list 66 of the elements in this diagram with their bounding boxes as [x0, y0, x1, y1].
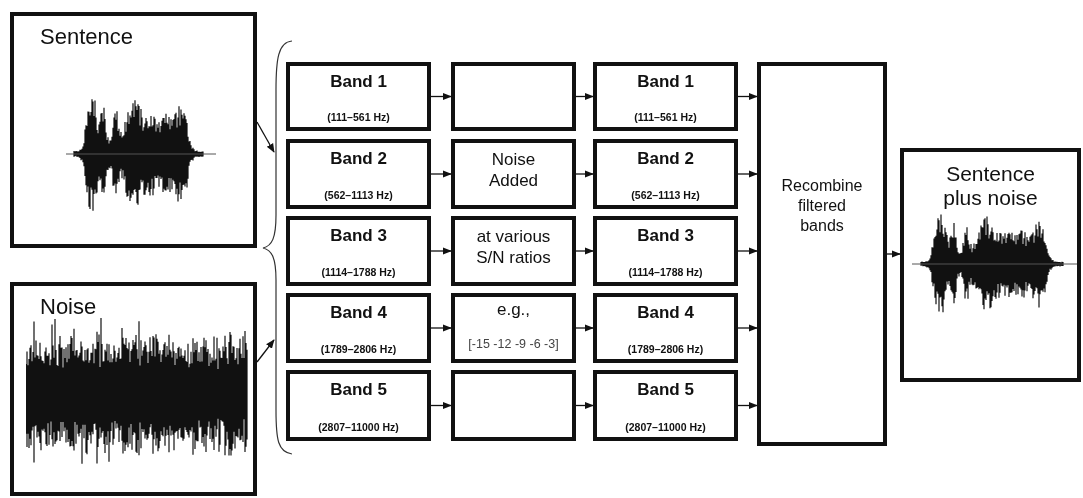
- filter-band-box: [286, 370, 431, 441]
- arrow: [737, 92, 758, 101]
- arrow: [575, 170, 594, 178]
- filter-band-box: [286, 216, 431, 286]
- arrow: [886, 250, 901, 258]
- filter-band-box: [286, 62, 431, 131]
- band-label: Band 4: [329, 303, 388, 323]
- arrow: [575, 92, 594, 101]
- arrow: [256, 121, 275, 153]
- arrow: [737, 324, 758, 332]
- process-box: [451, 139, 576, 209]
- curly-brace: [262, 40, 292, 456]
- filter-band-box: [286, 293, 431, 363]
- signal-panel: [10, 282, 257, 496]
- arrow: [737, 170, 758, 178]
- band-label: Band 1: [636, 72, 695, 92]
- frequency-range: (1789–2806 Hz): [319, 343, 398, 355]
- process-box: [757, 62, 887, 446]
- box-label: Recombine filtered bands: [780, 176, 864, 236]
- empty-box: [451, 62, 576, 131]
- process-box: [451, 293, 576, 363]
- arrow: [737, 247, 758, 255]
- band-label: Band 4: [636, 303, 695, 323]
- arrow: [430, 324, 452, 332]
- band-label: Band 1: [329, 72, 388, 92]
- band-label: Band 5: [329, 380, 388, 400]
- band-label: Band 5: [636, 380, 695, 400]
- arrow: [430, 401, 452, 410]
- frequency-range: (1789–2806 Hz): [626, 343, 705, 355]
- arrow: [256, 339, 275, 363]
- filter-band-box: [286, 139, 431, 209]
- arrow: [575, 247, 594, 255]
- filter-band-box: [593, 139, 738, 209]
- box-label: at various S/N ratios: [475, 226, 552, 268]
- frequency-range: (2807–11000 Hz): [624, 421, 707, 433]
- arrow: [737, 401, 758, 410]
- arrow: [430, 92, 452, 101]
- arrow: [430, 247, 452, 255]
- panel-title: Sentence: [40, 24, 133, 50]
- band-label: Band 3: [636, 226, 695, 246]
- filter-band-box: [593, 62, 738, 131]
- box-label: Noise Added: [487, 149, 540, 191]
- panel-title: Noise: [40, 294, 97, 320]
- box-label: [-15 -12 -9 -6 -3]: [467, 336, 560, 353]
- frequency-range: (111–561 Hz): [633, 111, 698, 123]
- frequency-range: (1114–1788 Hz): [320, 266, 397, 278]
- signal-panel: [10, 12, 257, 248]
- filter-band-box: [593, 216, 738, 286]
- signal-panel: [900, 148, 1081, 382]
- filter-band-box: [593, 293, 738, 363]
- process-box: [451, 216, 576, 286]
- frequency-range: (2807–11000 Hz): [317, 421, 400, 433]
- band-label: Band 3: [329, 226, 388, 246]
- arrow: [430, 170, 452, 178]
- panel-title: Sentence plus noise: [942, 162, 1039, 210]
- box-label: e.g.,: [495, 299, 532, 320]
- band-label: Band 2: [329, 149, 388, 169]
- arrow: [575, 324, 594, 332]
- filter-band-box: [593, 370, 738, 441]
- frequency-range: (562–1113 Hz): [630, 189, 701, 201]
- frequency-range: (1114–1788 Hz): [627, 266, 704, 278]
- empty-box: [451, 370, 576, 441]
- arrow: [575, 401, 594, 410]
- band-label: Band 2: [636, 149, 695, 169]
- frequency-range: (111–561 Hz): [326, 111, 391, 123]
- frequency-range: (562–1113 Hz): [323, 189, 394, 201]
